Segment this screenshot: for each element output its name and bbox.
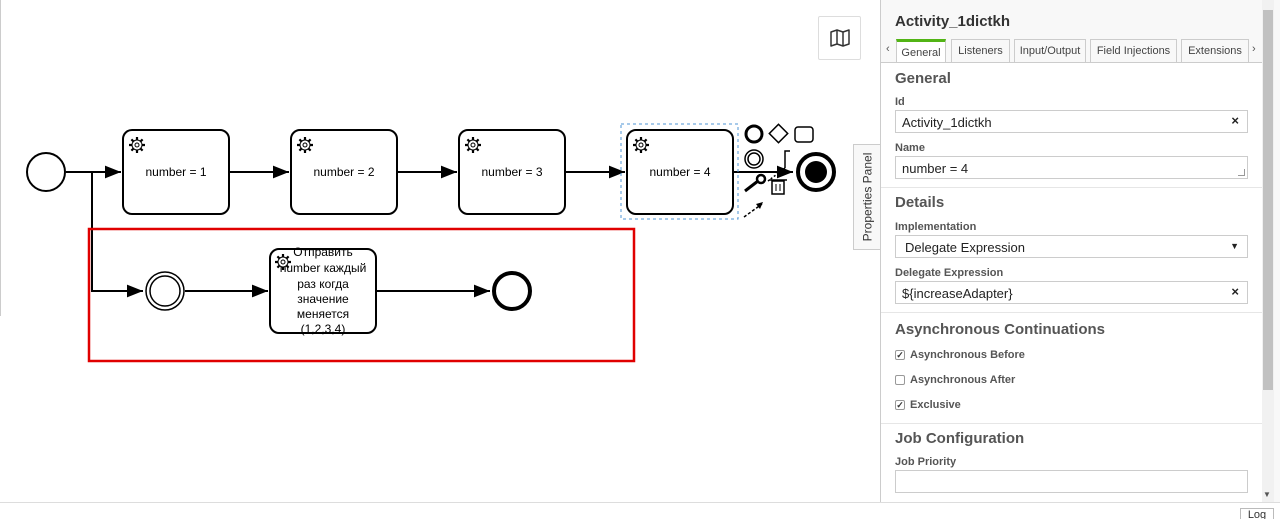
async-after-checkbox[interactable]: Asynchronous After [895,374,1015,386]
tabs-scroll-left-icon[interactable]: ‹ [886,43,890,55]
group-divider [881,187,1263,188]
group-divider [881,312,1263,313]
sequence-flow[interactable] [91,172,143,298]
name-value: number = 4 [902,161,969,176]
task-label: number = 1 [145,165,206,179]
implementation-select[interactable]: Delegate Expression ▼ [895,235,1248,258]
chevron-down-icon: ▼ [1230,241,1239,251]
async-before-checkbox[interactable]: ✓ Asynchronous Before [895,349,1025,361]
intermediate-event-icon[interactable] [744,149,764,169]
service-task[interactable]: number = 1 [122,129,230,215]
tab-input-output[interactable]: Input/Output [1014,39,1086,62]
gateway-icon[interactable] [768,123,789,144]
scrollbar-thumb[interactable] [1263,10,1273,390]
highlight-box [87,227,636,363]
properties-panel: Activity_1dictkh ‹ General Listeners Inp… [880,0,1280,502]
group-title-async: Asynchronous Continuations [895,321,1105,338]
group-title-general: General [895,70,951,87]
checkbox-checked-icon[interactable]: ✓ [895,399,905,410]
panel-title: Activity_1dictkh [895,13,1011,30]
properties-panel-toggle[interactable]: Properties Panel [853,144,880,250]
task-label-line: раз когда [297,277,349,291]
exclusive-checkbox[interactable]: ✓ Exclusive [895,399,961,411]
delegate-expression-label: Delegate Expression [895,267,1004,279]
delete-trash-icon[interactable] [769,179,787,195]
group-title-details: Details [895,194,945,211]
job-priority-field[interactable] [895,470,1248,493]
service-task[interactable]: number = 2 [290,129,398,215]
task-label: number = 3 [481,165,542,179]
canvas-edge [0,0,1,316]
change-type-wrench-icon[interactable] [744,173,767,193]
diagram-canvas[interactable]: number = 1 number = 2 number = 3 number … [0,0,880,502]
checkbox-checked-icon[interactable]: ✓ [895,349,905,360]
clear-delegate-expression-icon[interactable]: × [1231,284,1239,299]
implementation-value: Delegate Expression [905,240,1025,255]
minimap-toggle-button[interactable] [818,16,861,60]
implementation-label: Implementation [895,221,977,233]
group-title-job: Job Configuration [895,430,1025,447]
task-label-line: меняется [297,307,349,321]
footer-bar [0,502,1280,519]
id-value: Activity_1dictkh [902,115,992,130]
task-label: number = 2 [313,165,374,179]
bpmn-diagram[interactable]: number = 1 number = 2 number = 3 number … [0,0,880,502]
async-after-label: Asynchronous After [910,374,1016,386]
intermediate-catch-event[interactable] [145,271,185,311]
group-divider [881,423,1263,424]
resize-handle-icon[interactable] [1238,169,1245,176]
tabs-scroll-right-icon[interactable]: › [1252,43,1256,55]
delegate-expression-value: ${increaseAdapter} [902,286,1013,301]
panel-tabs: ‹ General Listeners Input/Output Field I… [881,39,1263,63]
service-task-notify[interactable]: Отправить number каждый раз когда значен… [269,245,377,336]
service-task-selected[interactable]: number = 4 [620,123,739,220]
connect-arrow-icon[interactable] [743,202,763,218]
tab-general[interactable]: General [896,39,946,63]
job-priority-label: Job Priority [895,456,957,468]
task-label-line: (1,2,3,4) [301,322,346,336]
panel-body: General Id Activity_1dictkh × Name numbe… [881,63,1263,502]
gear-icon [631,135,651,155]
clear-id-icon[interactable]: × [1231,113,1239,128]
id-field[interactable]: Activity_1dictkh × [895,110,1248,133]
task-label-line: number каждый [280,261,367,275]
exclusive-label: Exclusive [910,399,961,411]
selection-outline [620,123,739,220]
task-label-line: Отправить [293,245,353,259]
end-event-fill [805,161,827,183]
properties-panel-toggle-label: Properties Panel [860,152,874,242]
context-pad[interactable] [743,123,814,218]
service-task[interactable]: number = 3 [458,129,566,215]
task-label: number = 4 [649,165,710,179]
end-event-branch[interactable] [492,271,532,311]
task-label-line: значение [297,292,349,306]
delegate-expression-field[interactable]: ${increaseAdapter} × [895,281,1248,304]
scroll-down-icon[interactable]: ▼ [1263,490,1271,499]
async-before-label: Asynchronous Before [910,349,1025,361]
id-label: Id [895,96,905,108]
text-annotation-icon[interactable] [767,150,790,182]
name-field[interactable]: number = 4 [895,156,1248,179]
tab-extensions[interactable]: Extensions [1181,39,1249,62]
name-label: Name [895,142,925,154]
task-icon[interactable] [794,126,814,143]
log-button[interactable]: Log [1240,508,1274,519]
tab-field-injections[interactable]: Field Injections [1090,39,1177,62]
start-event[interactable] [26,152,66,192]
map-icon [829,29,850,47]
end-event-icon[interactable] [744,124,764,144]
tabs-divider [881,62,1263,63]
tab-listeners[interactable]: Listeners [951,39,1010,62]
checkbox-unchecked-icon[interactable] [895,375,905,385]
